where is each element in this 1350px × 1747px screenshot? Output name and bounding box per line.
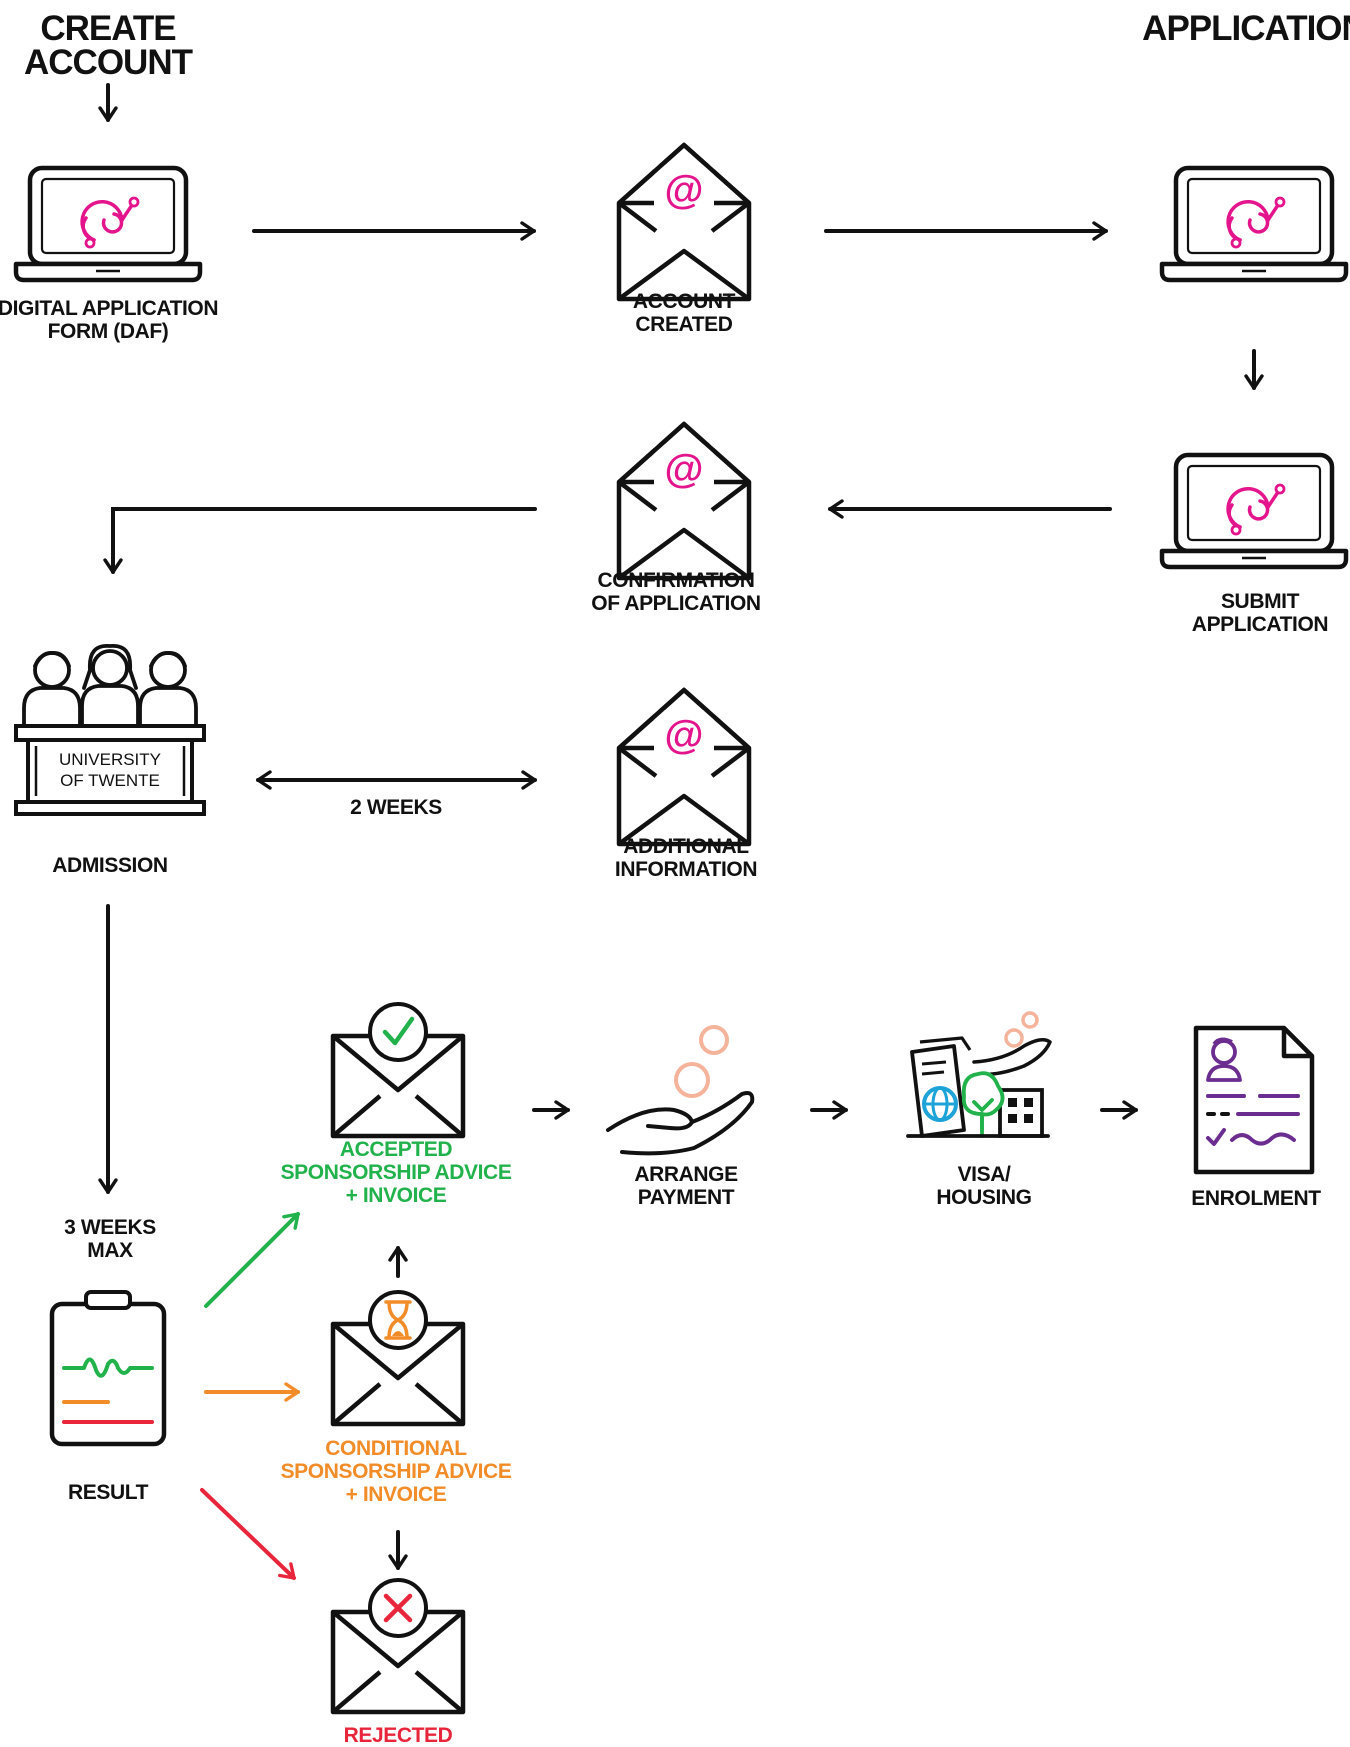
- envelope-cross-icon: [333, 1580, 463, 1712]
- label-confirmation-line-1: CONFIRMATION: [597, 569, 755, 592]
- envelope-check-icon: [333, 1004, 463, 1136]
- arrow-result-to-accepted: [204, 1212, 300, 1308]
- label-payment-line-2: PAYMENT: [637, 1186, 735, 1209]
- heading-application: APPLICATION: [1142, 9, 1350, 48]
- label-accepted: ACCEPTED SPONSORSHIP ADVICE + INVOICE: [281, 1138, 512, 1207]
- label-account-created-line-1: ACCOUNT: [632, 290, 736, 313]
- label-rejected: REJECTED: [343, 1724, 453, 1747]
- label-accepted-line-2: SPONSORSHIP ADVICE: [280, 1161, 512, 1184]
- label-three-weeks-max-line-2: MAX: [87, 1239, 133, 1262]
- result-clipboard-icon: [49, 1290, 167, 1447]
- label-accepted-line-1: ACCEPTED: [339, 1138, 453, 1161]
- university-sign-line-1: UNIVERSITY: [59, 750, 161, 769]
- heading-create-account: CREATE ACCOUNT: [24, 9, 193, 82]
- label-additional-info: ADDITIONAL INFORMATION: [614, 835, 758, 881]
- label-payment-line-1: ARRANGE: [634, 1163, 738, 1186]
- label-visa-line-1: VISA/: [957, 1163, 1011, 1186]
- label-submit: SUBMIT APPLICATION: [1191, 590, 1329, 636]
- label-conditional-line-1: CONDITIONAL: [325, 1437, 467, 1460]
- label-conditional-line-3: + INVOICE: [345, 1483, 447, 1506]
- label-conditional-line-2: SPONSORSHIP ADVICE: [280, 1460, 512, 1483]
- admission-committee-icon: [14, 644, 206, 816]
- university-sign-line-2: OF TWENTE: [60, 771, 160, 790]
- label-additional-info-line-1: ADDITIONAL: [623, 835, 749, 858]
- label-visa: VISA/ HOUSING: [936, 1163, 1032, 1209]
- label-submit-line-2: APPLICATION: [1191, 613, 1329, 636]
- laptop-submit-icon: [1162, 455, 1346, 567]
- hand-coins-icon: [606, 1025, 755, 1156]
- label-visa-line-2: HOUSING: [936, 1186, 1032, 1209]
- label-payment: ARRANGE PAYMENT: [634, 1163, 738, 1209]
- label-account-created: ACCOUNT CREATED: [632, 290, 736, 336]
- label-confirmation: CONFIRMATION OF APPLICATION: [591, 569, 761, 615]
- svg-text:@: @: [664, 447, 703, 491]
- label-enrolment: ENROLMENT: [1191, 1187, 1321, 1210]
- label-conditional: CONDITIONAL SPONSORSHIP ADVICE + INVOICE: [281, 1437, 512, 1506]
- envelope-confirmation-icon: @: [619, 424, 749, 578]
- label-three-weeks-max: 3 WEEKS MAX: [64, 1216, 156, 1262]
- label-admission: ADMISSION: [52, 854, 168, 877]
- label-daf: DIGITAL APPLICATION FORM (DAF): [0, 297, 219, 343]
- arrow-confirmation-to-admission: [103, 507, 537, 574]
- label-confirmation-line-2: OF APPLICATION: [591, 592, 761, 615]
- heading-create-account-line-2: ACCOUNT: [24, 43, 193, 82]
- label-submit-line-1: SUBMIT: [1220, 590, 1300, 613]
- label-daf-line-2: FORM (DAF): [47, 320, 169, 343]
- laptop-daf-icon: [16, 168, 200, 280]
- label-three-weeks-max-line-1: 3 WEEKS: [64, 1216, 156, 1239]
- label-accepted-line-3: + INVOICE: [345, 1184, 447, 1207]
- label-account-created-line-2: CREATED: [635, 313, 733, 336]
- visa-housing-icon: [906, 1011, 1052, 1138]
- svg-text:@: @: [664, 713, 703, 757]
- label-daf-line-1: DIGITAL APPLICATION: [0, 297, 219, 320]
- arrow-result-to-rejected: [200, 1488, 296, 1580]
- label-result: RESULT: [67, 1481, 149, 1504]
- enrolment-document-icon: [1193, 1025, 1315, 1175]
- envelope-account-created-icon: @: [619, 145, 749, 299]
- envelope-additional-info-icon: @: [619, 690, 749, 844]
- svg-text:@: @: [664, 168, 703, 212]
- label-additional-info-line-2: INFORMATION: [614, 858, 758, 881]
- heading-create-account-line-1: CREATE: [40, 9, 176, 48]
- envelope-hourglass-icon: [333, 1292, 463, 1424]
- label-two-weeks: 2 WEEKS: [350, 796, 442, 819]
- laptop-application-icon: [1162, 168, 1346, 280]
